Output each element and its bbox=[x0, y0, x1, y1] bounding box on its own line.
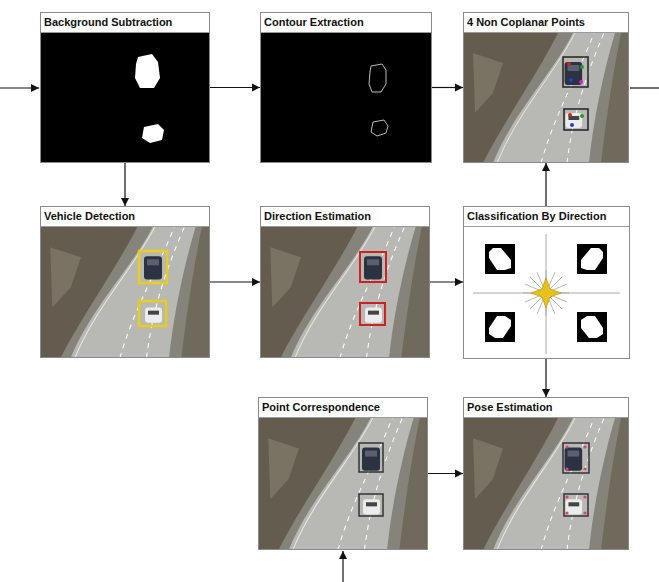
illustration-part bbox=[583, 511, 586, 514]
illustration-part bbox=[583, 445, 586, 448]
mask-image bbox=[40, 33, 210, 163]
illustration-part bbox=[360, 252, 386, 282]
illustration-part bbox=[139, 301, 166, 326]
illustration-part bbox=[577, 244, 607, 274]
illustration-part bbox=[40, 227, 210, 358]
illustration-part bbox=[570, 123, 574, 127]
illustration-part bbox=[142, 124, 164, 143]
flow-arrow bbox=[432, 87, 463, 88]
illustration-part bbox=[581, 316, 603, 338]
illustration-part bbox=[523, 270, 569, 316]
input-arrow bbox=[342, 551, 343, 582]
illustration-part bbox=[565, 495, 568, 498]
illustration-part bbox=[260, 33, 432, 163]
flow-arrow bbox=[428, 473, 463, 474]
panel-title: 4 Non Coplanar Points bbox=[464, 13, 628, 33]
road-image bbox=[260, 227, 430, 358]
output-line bbox=[630, 87, 659, 88]
illustration-part bbox=[531, 278, 561, 308]
illustration-part bbox=[260, 227, 430, 358]
flow-arrow bbox=[210, 281, 260, 282]
illustration-part bbox=[369, 64, 386, 92]
panel-title: Contour Extraction bbox=[261, 13, 431, 33]
illustration-part bbox=[567, 62, 571, 66]
illustration-part bbox=[463, 227, 630, 359]
illustration-part bbox=[580, 65, 584, 69]
road-image bbox=[463, 33, 629, 163]
illustration-part bbox=[135, 54, 160, 88]
flow-arrow bbox=[210, 87, 260, 88]
illustration-part bbox=[371, 120, 388, 136]
input-arrow bbox=[0, 87, 39, 88]
panel-title: Direction Estimation bbox=[261, 207, 429, 227]
illustration-part bbox=[530, 277, 562, 309]
panel-title: Pose Estimation bbox=[464, 398, 628, 418]
illustration-part bbox=[583, 467, 586, 470]
illustration-part bbox=[565, 445, 568, 448]
contour-image bbox=[260, 33, 432, 163]
illustration-part bbox=[565, 62, 583, 128]
illustration-part bbox=[485, 312, 515, 342]
illustration-part bbox=[359, 494, 383, 516]
illustration-part bbox=[579, 80, 583, 84]
road-image bbox=[258, 418, 428, 550]
process-panel: Contour Extraction bbox=[260, 12, 432, 163]
illustration-part bbox=[577, 312, 607, 342]
illustration-part bbox=[485, 244, 515, 274]
illustration-part bbox=[563, 57, 588, 87]
illustration-part bbox=[580, 114, 584, 118]
illustration-part bbox=[359, 443, 383, 472]
illustration-part bbox=[530, 277, 562, 309]
illustration-part bbox=[564, 109, 588, 130]
flow-arrow bbox=[430, 281, 463, 282]
illustration-part bbox=[489, 316, 511, 338]
direction-chart bbox=[463, 227, 630, 359]
illustration-part bbox=[40, 33, 210, 163]
illustration-part bbox=[569, 78, 573, 82]
illustration-part bbox=[489, 248, 511, 270]
illustration-part bbox=[563, 443, 589, 473]
illustration-part bbox=[565, 447, 583, 514]
process-panel: Background Subtraction bbox=[40, 12, 210, 163]
illustration-part bbox=[144, 256, 162, 323]
illustration-part bbox=[360, 303, 385, 325]
flow-arrow bbox=[124, 163, 125, 206]
illustration-part bbox=[568, 113, 572, 117]
process-panel: Pose Estimation bbox=[463, 397, 629, 550]
panel-title: Background Subtraction bbox=[41, 13, 209, 33]
illustration-part bbox=[463, 418, 629, 550]
process-panel: Classification By Direction bbox=[463, 206, 630, 359]
illustration-part bbox=[583, 495, 586, 498]
flow-arrow bbox=[545, 359, 546, 397]
road-image bbox=[463, 418, 629, 550]
illustration-part bbox=[463, 33, 629, 163]
illustration-part bbox=[139, 251, 167, 283]
illustration-part bbox=[362, 447, 380, 514]
process-panel: Vehicle Detection bbox=[40, 206, 210, 358]
panel-title: Vehicle Detection bbox=[41, 207, 209, 227]
illustration-part bbox=[364, 256, 382, 323]
panel-title: Point Correspondence bbox=[259, 398, 427, 418]
illustration-part bbox=[258, 418, 428, 550]
illustration-part bbox=[581, 248, 603, 270]
process-panel: 4 Non Coplanar Points bbox=[463, 12, 629, 163]
road-image bbox=[40, 227, 210, 358]
process-panel: Direction Estimation bbox=[260, 206, 430, 358]
illustration-part bbox=[565, 467, 568, 470]
flow-arrow bbox=[545, 163, 546, 206]
process-panel: Point Correspondence bbox=[258, 397, 428, 550]
panel-title: Classification By Direction bbox=[464, 207, 629, 227]
illustration-part bbox=[564, 494, 588, 516]
illustration-part bbox=[565, 511, 568, 514]
